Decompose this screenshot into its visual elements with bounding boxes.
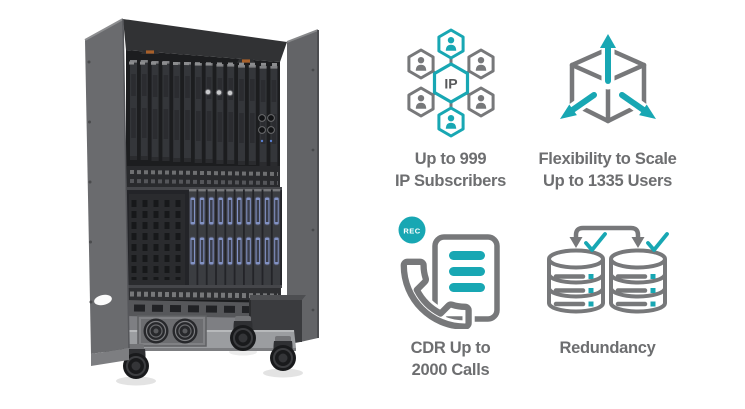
panel-handle-cutout [94, 294, 112, 306]
feature-card-ip-subscribers: IP Up to 999 IP Subscribers [372, 0, 529, 205]
top-latch [237, 59, 255, 63]
ip-network-icon: IP [398, 26, 504, 140]
check-marks [583, 232, 669, 252]
lower-card-shelf [127, 188, 282, 288]
wheel-shadow [116, 376, 156, 386]
subscriber-node-icon [436, 106, 465, 138]
svg-text:REC: REC [403, 226, 420, 235]
failover-arrow [569, 225, 644, 248]
feature-card-redundancy: Redundancy [529, 205, 686, 409]
feature-label: Up to 999 IP Subscribers [394, 150, 507, 190]
call-recording-icon: REC [395, 215, 507, 329]
divider-strip [127, 166, 282, 190]
base-assembly [120, 295, 306, 351]
subscriber-node-icon [466, 86, 495, 118]
subscriber-node-icon [406, 48, 435, 80]
cabinet-top-frame [123, 19, 287, 62]
subscriber-node-icon [406, 86, 435, 118]
database-cylinder [549, 251, 603, 312]
scale-cube-icon [554, 26, 662, 140]
pbx-cabinet-illustration [58, 0, 328, 400]
rec-badge: REC [398, 216, 425, 244]
feature-label: Flexibility to Scale Up to 1335 Users [538, 150, 677, 190]
psu-fan [171, 317, 199, 345]
redundancy-databases-icon [545, 215, 671, 329]
top-latch [141, 50, 159, 54]
cabinet-left-panel [84, 18, 130, 366]
feature-grid: IP Up to 999 IP Subscribers [372, 0, 702, 409]
phone-handset [397, 255, 475, 329]
psu-fan [142, 317, 170, 345]
feature-card-cdr: REC CDR Up to 2000 Calls [372, 205, 529, 409]
feature-card-scalability: Flexibility to Scale Up to 1335 Users [529, 0, 686, 205]
feature-label: Redundancy [559, 339, 656, 357]
upper-card-shelf [128, 60, 278, 166]
wheel-shadow [263, 368, 303, 378]
subscriber-node-icon [436, 28, 465, 60]
feature-label: CDR Up to 2000 Calls [410, 339, 491, 379]
ip-hexagon-label: IP [444, 76, 457, 92]
cabinet-right-panel [287, 30, 318, 345]
bottom-strip [127, 288, 281, 300]
subscriber-node-icon [466, 48, 495, 80]
pbx-cabinet-graphic [84, 18, 319, 386]
database-cylinder [611, 251, 665, 312]
